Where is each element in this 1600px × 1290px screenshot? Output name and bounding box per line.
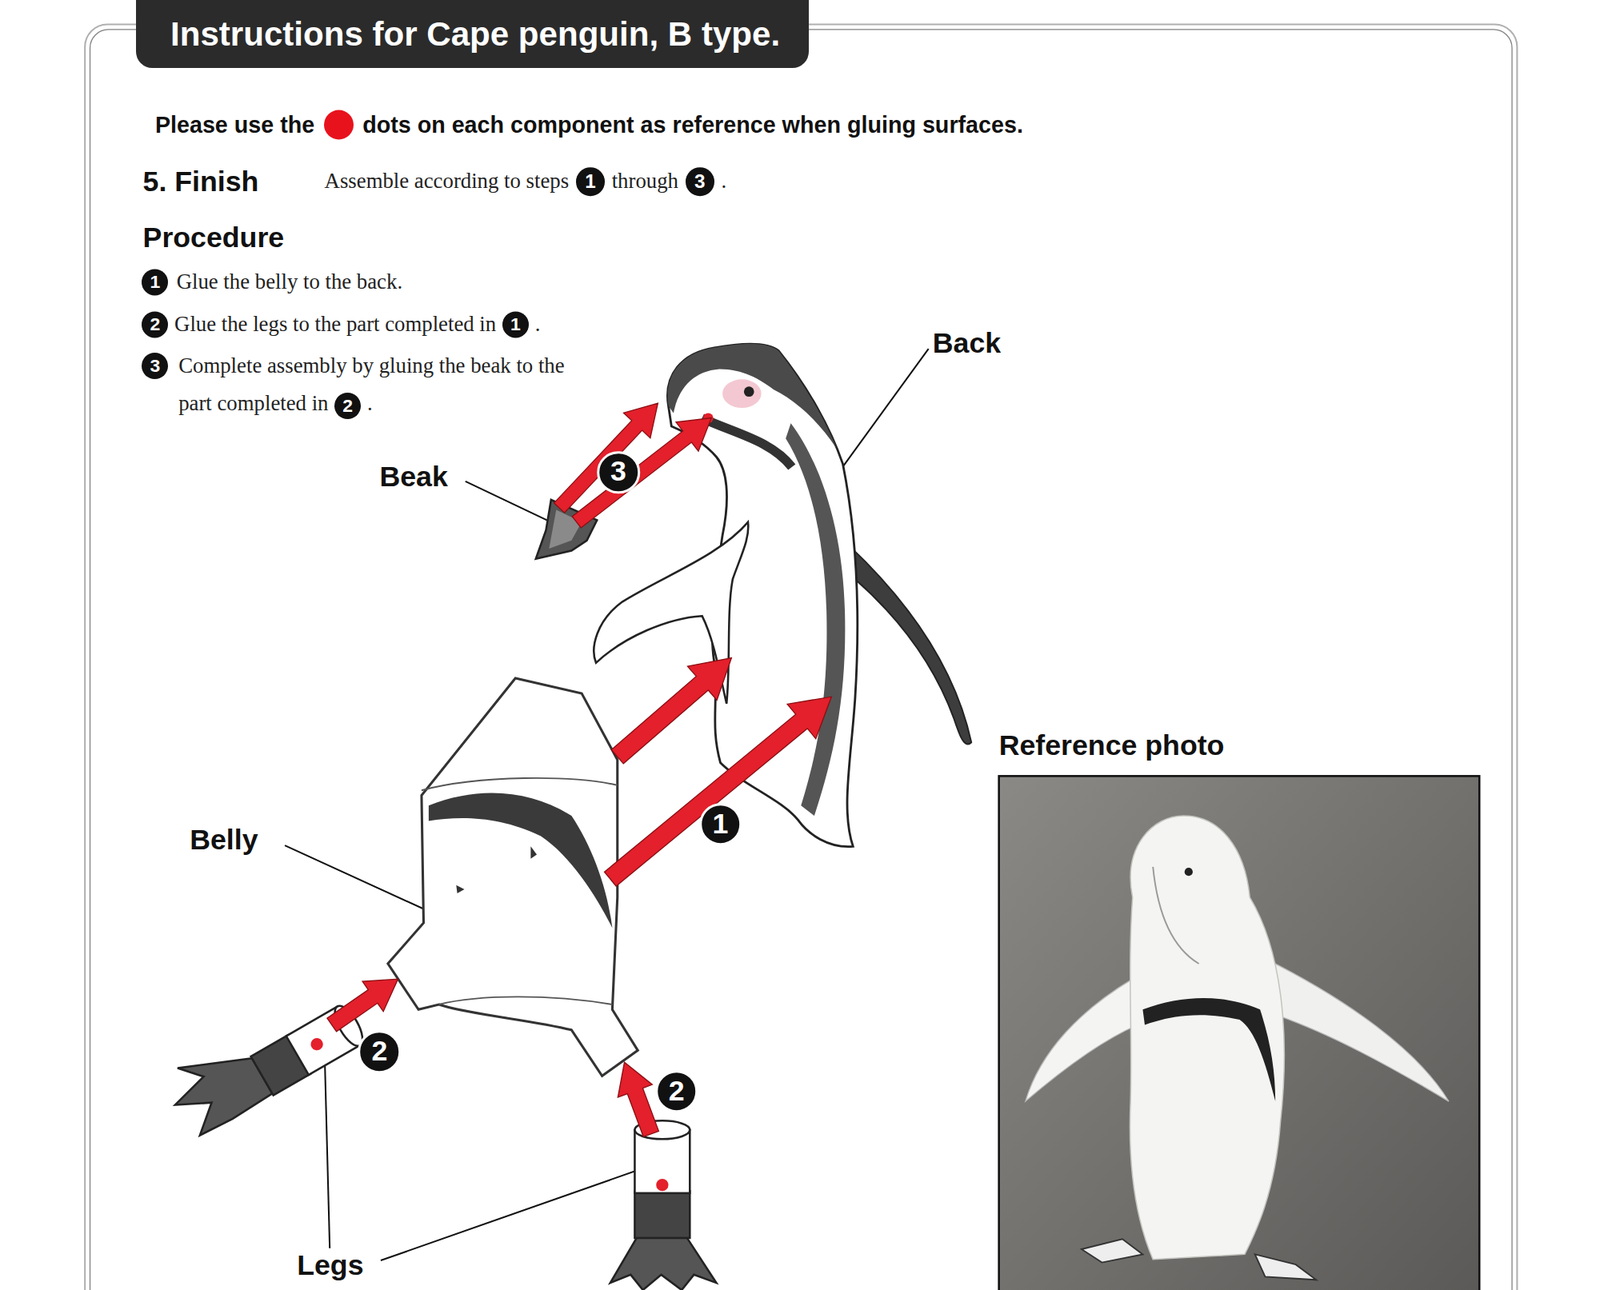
reference-photo bbox=[1025, 979, 1138, 1102]
step-text: Complete assembly by gluing the beak to … bbox=[178, 347, 600, 423]
body-text: . bbox=[367, 391, 373, 416]
back-part bbox=[744, 386, 755, 397]
body-text: Glue the legs to the part completed in bbox=[174, 312, 496, 337]
belly-part bbox=[421, 778, 618, 791]
body-text: Assemble according to steps bbox=[324, 169, 570, 195]
red-dot bbox=[324, 109, 354, 140]
part-name: Beak bbox=[379, 459, 448, 494]
body-text: Glue the belly to the back. bbox=[176, 270, 403, 296]
back-part bbox=[702, 418, 792, 468]
reference-photo bbox=[999, 776, 1480, 1290]
step-number: 1 bbox=[502, 311, 529, 338]
belly-part bbox=[439, 996, 613, 1005]
leader-line bbox=[324, 1054, 330, 1248]
right-leg bbox=[610, 1120, 717, 1290]
belly-part bbox=[456, 885, 464, 894]
title-bar: Instructions for Cape penguin, B type. bbox=[136, 0, 809, 68]
right-leg bbox=[610, 1236, 717, 1290]
back-part bbox=[785, 423, 845, 816]
belly-part bbox=[530, 846, 537, 859]
step-number: 2 bbox=[334, 392, 361, 420]
reference-photo bbox=[1255, 1254, 1317, 1280]
leader-line bbox=[833, 348, 929, 480]
body-text: . bbox=[720, 169, 727, 195]
belly-part bbox=[388, 678, 638, 1076]
callout-number: 2 bbox=[358, 1030, 402, 1074]
reference-photo bbox=[1184, 868, 1193, 876]
red-arrow bbox=[321, 390, 846, 1140]
red-arrow bbox=[596, 680, 846, 897]
body-text: Please use the bbox=[155, 111, 315, 138]
step-number: 1 bbox=[141, 269, 168, 296]
frame bbox=[84, 24, 1517, 1290]
part-name: Belly bbox=[189, 822, 258, 857]
section-heading: Procedure bbox=[143, 221, 285, 255]
step-number: 3 bbox=[685, 167, 715, 196]
text-row: 5. Finish bbox=[143, 165, 260, 199]
section-heading: 5. Finish bbox=[143, 165, 260, 199]
reference-photo bbox=[1152, 867, 1199, 964]
frame bbox=[90, 29, 1512, 1290]
leader-line bbox=[380, 1160, 666, 1261]
back-part bbox=[722, 379, 761, 408]
back-part bbox=[848, 545, 972, 744]
left-leg bbox=[308, 1036, 326, 1053]
body-text: through bbox=[612, 169, 679, 195]
red-arrow bbox=[321, 964, 409, 1040]
part-name: Back bbox=[932, 325, 1001, 360]
left-leg bbox=[160, 979, 368, 1141]
left-leg bbox=[160, 1033, 274, 1140]
right-leg bbox=[634, 1191, 690, 1239]
belly-part bbox=[428, 793, 613, 929]
body-text: dots on each component as reference when… bbox=[362, 111, 1024, 138]
red-arrow bbox=[602, 640, 746, 774]
right-leg bbox=[656, 1179, 668, 1192]
part-name: Legs bbox=[296, 1248, 364, 1283]
step-number: 1 bbox=[576, 167, 605, 196]
red-arrow bbox=[565, 403, 724, 537]
reference-photo bbox=[1081, 1239, 1144, 1263]
reference-photo bbox=[1129, 816, 1284, 1260]
reference-photo bbox=[999, 776, 1480, 1290]
frame bbox=[84, 24, 1517, 1290]
step-row: 3 Complete assembly by gluing the beak to… bbox=[141, 347, 599, 423]
text-row: 1 Glue the belly to the back. bbox=[141, 269, 403, 296]
callout-number: 1 bbox=[699, 803, 743, 847]
callout-number: 2 bbox=[655, 1070, 699, 1114]
step-number: 3 bbox=[141, 352, 168, 380]
belly-part bbox=[388, 678, 638, 1076]
text-row: Procedure bbox=[143, 221, 285, 255]
reference-photo bbox=[1142, 998, 1276, 1102]
body-text: . bbox=[535, 312, 541, 337]
leader-line bbox=[465, 481, 552, 523]
photo-heading: Reference photo bbox=[999, 728, 1225, 764]
callout-number: 3 bbox=[596, 451, 640, 495]
text-row: Assemble according to steps1 through3. bbox=[324, 167, 728, 196]
text-row: Please use the dots on each component as … bbox=[155, 109, 1024, 140]
text-row: 2Glue the legs to the part completed in1… bbox=[141, 311, 540, 338]
step-number: 2 bbox=[141, 311, 168, 338]
reference-photo bbox=[1260, 959, 1449, 1103]
